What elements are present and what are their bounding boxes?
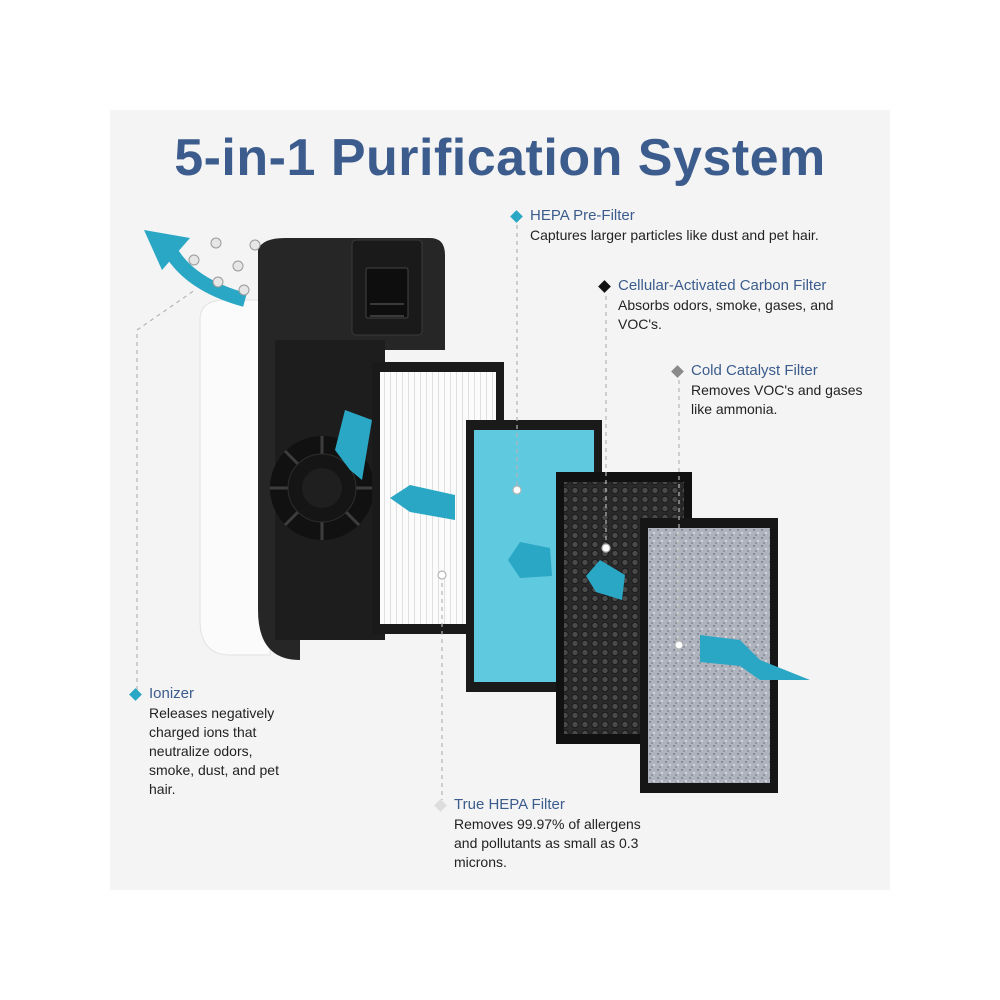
page-title: 5-in-1 Purification System bbox=[174, 129, 826, 187]
callout-body: Absorbs odors, smoke, gases, and VOC's. bbox=[618, 297, 834, 332]
callout-heading: Ionizer bbox=[149, 685, 195, 702]
leader-lines bbox=[136, 225, 680, 800]
callout-carbon-filter: Cellular-Activated Carbon Filter Absorbs… bbox=[598, 276, 860, 334]
callout-heading: HEPA Pre-Filter bbox=[530, 207, 635, 224]
diamond-bullet-icon bbox=[510, 209, 523, 223]
diamond-bullet-icon bbox=[598, 279, 611, 293]
callout-ionizer: Ionizer Releases negatively charged ions… bbox=[129, 684, 301, 799]
diamond-bullet-icon bbox=[434, 798, 447, 812]
callout-heading: True HEPA Filter bbox=[454, 796, 565, 813]
callout-body: Removes VOC's and gases like ammonia. bbox=[691, 382, 863, 417]
callout-cold-catalyst-filter: Cold Catalyst Filter Removes VOC's and g… bbox=[671, 361, 873, 419]
airflow-arrows-icon bbox=[335, 410, 810, 680]
diamond-bullet-icon bbox=[671, 364, 684, 378]
callout-hepa-pre-filter: HEPA Pre-Filter Captures larger particle… bbox=[510, 206, 872, 245]
callout-body: Releases negatively charged ions that ne… bbox=[149, 705, 279, 797]
callout-true-hepa-filter: True HEPA Filter Removes 99.97% of aller… bbox=[434, 795, 666, 872]
callout-body: Removes 99.97% of allergens and pollutan… bbox=[454, 816, 641, 870]
diamond-bullet-icon bbox=[129, 687, 142, 701]
callout-heading: Cold Catalyst Filter bbox=[691, 362, 818, 379]
callout-heading: Cellular-Activated Carbon Filter bbox=[618, 277, 827, 294]
callout-body: Captures larger particles like dust and … bbox=[530, 227, 819, 243]
purifier-device bbox=[199, 238, 445, 660]
ionizer-arrow-icon bbox=[144, 230, 261, 307]
